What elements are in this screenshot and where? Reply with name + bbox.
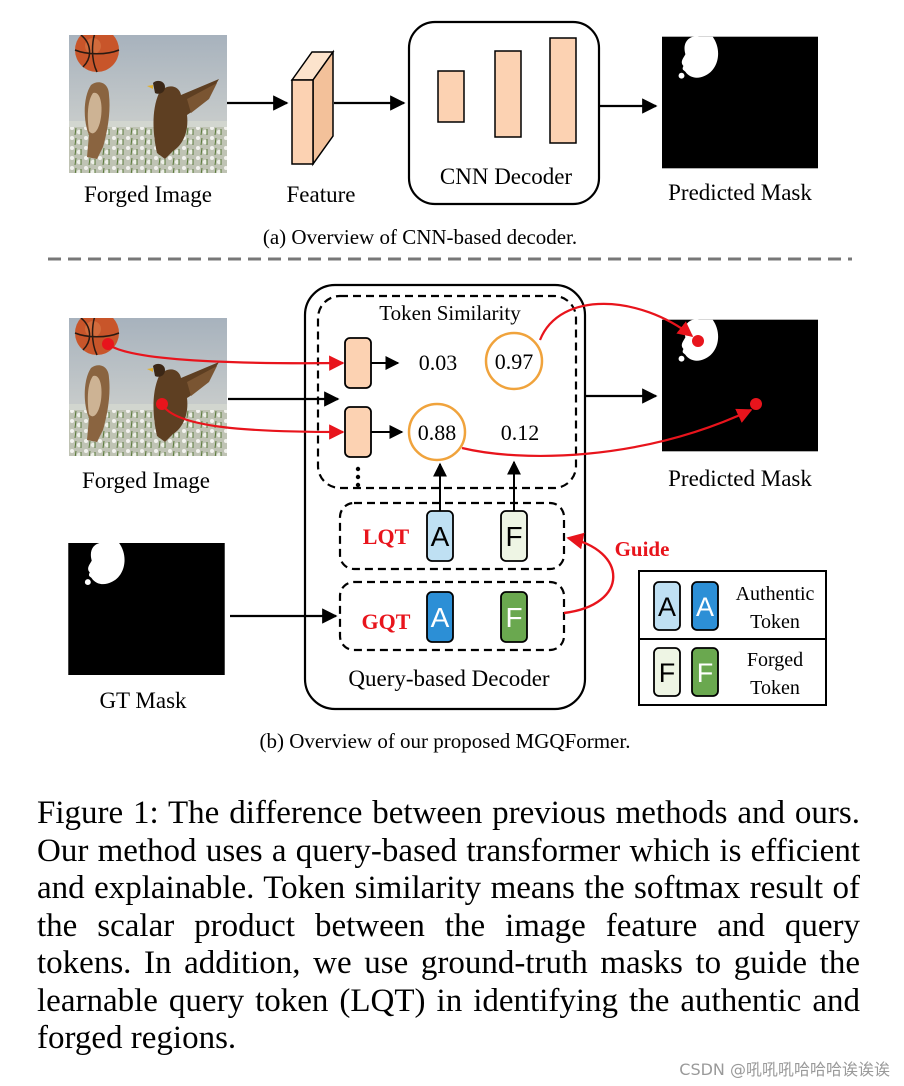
figure-caption: Figure 1: The difference between previou… — [37, 795, 860, 1056]
panel-b: Forged Image Query-based Decoder Token S… — [68, 283, 827, 753]
panel-a: Forged Image Feature CNN Decoder Predict… — [69, 20, 818, 249]
red-arrow-score-to-authentic-region — [461, 408, 753, 458]
figure-diagram: Forged Image Feature CNN Decoder Predict… — [48, 20, 852, 753]
score-row2-forged: 0.12 — [501, 420, 540, 445]
legend-gqt-forged-letter: F — [697, 658, 714, 688]
predicted-mask-label-b: Predicted Mask — [668, 466, 812, 491]
gt-mask-label: GT Mask — [99, 688, 187, 713]
score-row2-authentic: 0.88 — [418, 420, 457, 445]
more-tokens-dots — [355, 466, 361, 488]
guide-arrow — [563, 532, 615, 615]
gqt-box — [338, 580, 566, 652]
watermark: CSDN @吼吼吼哈哈哈诶诶诶 — [679, 1060, 890, 1079]
guide-label: Guide — [615, 537, 670, 561]
legend-lqt-forged-token — [653, 647, 681, 697]
score-row1-forged: 0.97 — [495, 349, 534, 374]
forged-image-a — [69, 35, 227, 173]
legend-gqt-authentic-token — [691, 581, 719, 631]
gqt-forged-letter: F — [505, 602, 522, 633]
legend-forged-line2: Token — [750, 677, 800, 699]
panel-b-caption: (b) Overview of our proposed MGQFormer. — [260, 729, 631, 753]
lqt-box — [338, 501, 566, 571]
gt-mask — [68, 543, 225, 675]
feature-block — [290, 49, 335, 167]
feature-token-1 — [344, 337, 372, 389]
legend-lqt-authentic-token — [653, 581, 681, 631]
legend-gqt-authentic-letter: A — [696, 592, 714, 622]
token-similarity-box — [316, 294, 578, 490]
legend: A A Authentic Token F F Forged Token — [638, 570, 827, 706]
red-arrow-eagle-to-token2 — [161, 403, 345, 440]
legend-lqt-forged-letter: F — [659, 658, 676, 688]
red-arrow-ball-to-token1 — [107, 343, 345, 371]
red-dot-mask-forged — [692, 335, 704, 347]
red-dot-mask-authentic — [750, 398, 762, 410]
legend-authentic-line2: Token — [750, 611, 800, 633]
score-highlight-circle-2 — [407, 402, 467, 462]
score-highlight-circle-1 — [484, 331, 544, 391]
forged-image-label-b: Forged Image — [82, 468, 210, 493]
red-arrow-score-to-forged-region — [538, 302, 694, 341]
legend-authentic-line1: Authentic — [736, 583, 815, 605]
gqt-authentic-letter: A — [431, 602, 450, 633]
lqt-label: LQT — [363, 524, 410, 549]
feature-label: Feature — [287, 182, 356, 207]
gqt-forged-token — [500, 591, 528, 643]
score-row1-authentic: 0.03 — [419, 350, 458, 375]
predicted-mask-b — [662, 319, 818, 452]
gqt-authentic-token — [426, 591, 454, 643]
decoder-layer-3 — [549, 37, 577, 144]
feature-token-2 — [344, 406, 372, 458]
decoder-layer-1 — [437, 70, 465, 123]
forged-image-b — [69, 318, 227, 456]
legend-forged-line1: Forged — [747, 649, 803, 671]
decoder-layer-2 — [494, 50, 522, 138]
panel-a-caption: (a) Overview of CNN-based decoder. — [263, 225, 577, 249]
legend-gqt-forged-token — [691, 647, 719, 697]
cnn-decoder-label: CNN Decoder — [440, 164, 573, 189]
predicted-mask-label-a: Predicted Mask — [668, 180, 812, 205]
legend-lqt-authentic-letter: A — [658, 592, 676, 622]
lqt-authentic-letter: A — [431, 521, 450, 552]
predicted-mask-a — [662, 36, 818, 169]
query-decoder-label: Query-based Decoder — [348, 666, 549, 691]
forged-image-label-a: Forged Image — [84, 182, 212, 207]
token-similarity-label: Token Similarity — [379, 301, 521, 325]
lqt-forged-letter: F — [505, 521, 522, 552]
gqt-label: GQT — [362, 609, 411, 634]
